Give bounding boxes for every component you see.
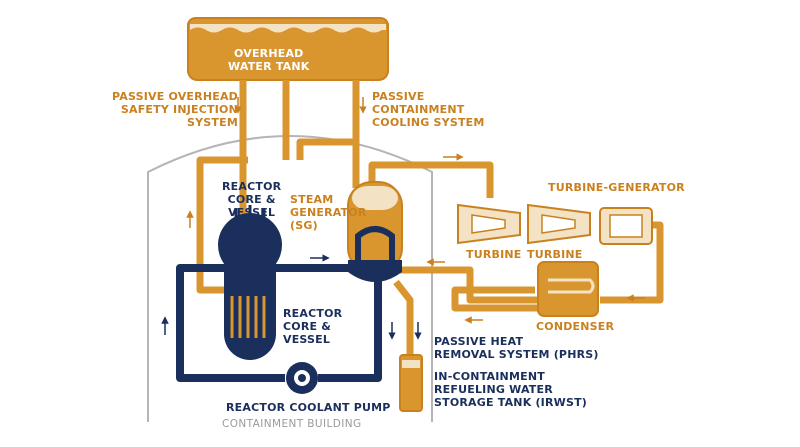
turbine-generator-label: TURBINE-GENERATOR: [548, 181, 685, 194]
turbine-label-2: TURBINE: [527, 248, 583, 261]
generator: [599, 207, 653, 245]
condenser: [537, 261, 599, 317]
reactor-vessel: [218, 205, 282, 360]
containment-building-outline: [147, 135, 433, 422]
reactor-coolant-pump-label: REACTOR COOLANT PUMP: [226, 401, 391, 414]
flow-arrows: [161, 97, 645, 340]
overhead-water-tank: [187, 17, 389, 81]
reactor-coolant-pump: [286, 362, 318, 394]
containment-building-label: CONTAINMENT BUILDING: [222, 418, 362, 430]
turbine-1: [457, 203, 521, 245]
steam-generator: [347, 181, 403, 282]
irwst-tank: [399, 354, 423, 412]
turbine-label-1: TURBINE: [466, 248, 522, 261]
turbine-2: [527, 203, 591, 245]
condenser-label: CONDENSER: [536, 320, 615, 333]
reactor-coolant-loop: [176, 264, 382, 382]
